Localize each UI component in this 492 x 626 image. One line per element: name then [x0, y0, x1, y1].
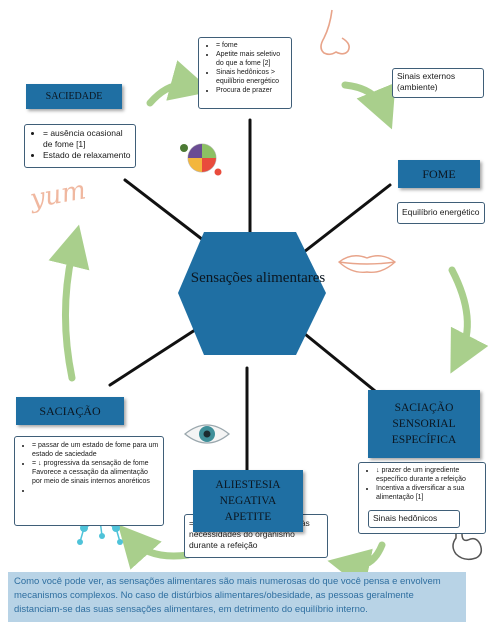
lips-icon — [337, 255, 397, 273]
sinais-externos-box: Sinais externos (ambiente) — [392, 68, 484, 98]
nose-icon — [320, 9, 350, 56]
sinais-hedonicos-tag: Sinais hedônicos — [368, 510, 460, 528]
saciacao-box: = passar de um estado de fome para um es… — [14, 436, 164, 526]
saciedade-header: SACIEDADE — [26, 84, 122, 109]
saciedade-item: Estado de relaxamento — [43, 150, 131, 161]
saciacao-sensorial-item: ↓ prazer de um ingrediente específico du… — [376, 466, 482, 484]
line-upper-left — [123, 178, 209, 245]
arrow-sensorial-to-aliestesia — [327, 541, 386, 590]
arrow-saciacao-to-saciedade — [48, 224, 90, 382]
saciacao-item: = ↓ progressiva da sensação de fome — [32, 459, 160, 468]
arrow-saciedade-to-apetite — [146, 60, 213, 107]
arrow-apetite-to-sinais — [341, 81, 396, 130]
line-lower-left — [108, 328, 197, 387]
saciacao-sensorial-header: SACIAÇÃO SENSORIAL ESPECÍFICA — [368, 390, 480, 458]
saciacao-item: Favorece a cessação da alimentação por m… — [32, 469, 150, 485]
apetite-item: Procura de prazer — [216, 86, 288, 95]
aliestesia-header: ALIESTESIA NEGATIVA APETITE — [193, 470, 303, 532]
fome-box: Equilíbrio energético — [397, 202, 485, 224]
line-upper-right — [298, 183, 392, 257]
center-hexagon — [178, 232, 326, 355]
food-plate-icon — [180, 143, 222, 176]
line-lower-right — [298, 328, 382, 397]
apetite-item: Apetite mais seletivo do que a fome [2] — [216, 50, 288, 68]
apetite-box: = fome Apetite mais seletivo do que a fo… — [198, 37, 292, 109]
stomach-icon — [452, 530, 483, 561]
apetite-item: Sinais hedônicos > equilíbrio energético — [216, 68, 288, 86]
arrow-aliestesia-to-saciacao — [117, 524, 192, 570]
arrow-fome-to-saciacao-sensorial — [448, 266, 489, 374]
saciacao-item — [32, 486, 160, 495]
saciedade-item: = ausência ocasional de fome [1] — [43, 128, 131, 150]
saciacao-item: = passar de um estado de fome para um es… — [32, 441, 160, 459]
eye-icon — [183, 424, 231, 444]
connector-lines — [108, 118, 392, 472]
saciacao-sensorial-item: Incentiva a diversificar a sua alimentaç… — [376, 484, 482, 502]
saciacao-header: SACIAÇÃO — [16, 397, 124, 425]
footer-note: Como você pode ver, as sensações aliment… — [8, 572, 466, 622]
cycle-arrows — [48, 60, 489, 590]
center-title: Sensações alimentares — [190, 270, 326, 286]
saciedade-box: = ausência ocasional de fome [1] Estado … — [24, 124, 136, 168]
fome-header: FOME — [398, 160, 480, 188]
apetite-item: = fome — [216, 41, 288, 50]
